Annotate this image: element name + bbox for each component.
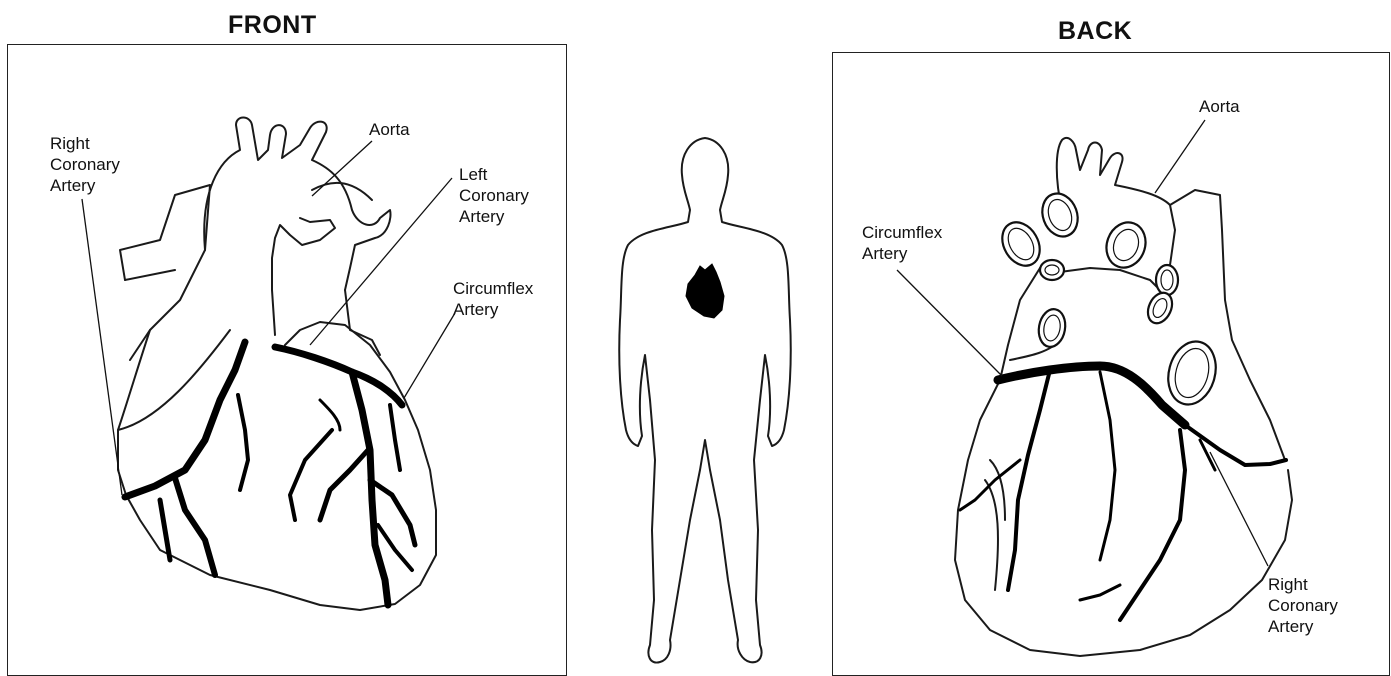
back-heart: [897, 120, 1292, 656]
front-label-left-coronary: Left Coronary Artery: [459, 164, 529, 227]
front-left-coronary: [275, 347, 402, 405]
body-silhouette: [619, 138, 791, 663]
front-label-right-coronary: Right Coronary Artery: [50, 133, 120, 196]
front-heart-body: [118, 322, 436, 610]
front-pulmonary-trunk: [272, 218, 335, 335]
front-heart: [82, 118, 455, 611]
front-label-circumflex: Circumflex Artery: [453, 278, 533, 320]
back-label-right-coronary: Right Coronary Artery: [1268, 574, 1338, 637]
back-right-coronary: [1185, 425, 1286, 465]
back-label-circumflex: Circumflex Artery: [862, 222, 942, 264]
back-circumflex: [998, 366, 1185, 425]
back-label-aorta: Aorta: [1199, 96, 1240, 117]
front-aortic-arch: [204, 118, 390, 291]
body-heart-icon: [686, 264, 724, 318]
front-label-aorta: Aorta: [369, 119, 410, 140]
back-vena-cava: [1170, 190, 1285, 460]
